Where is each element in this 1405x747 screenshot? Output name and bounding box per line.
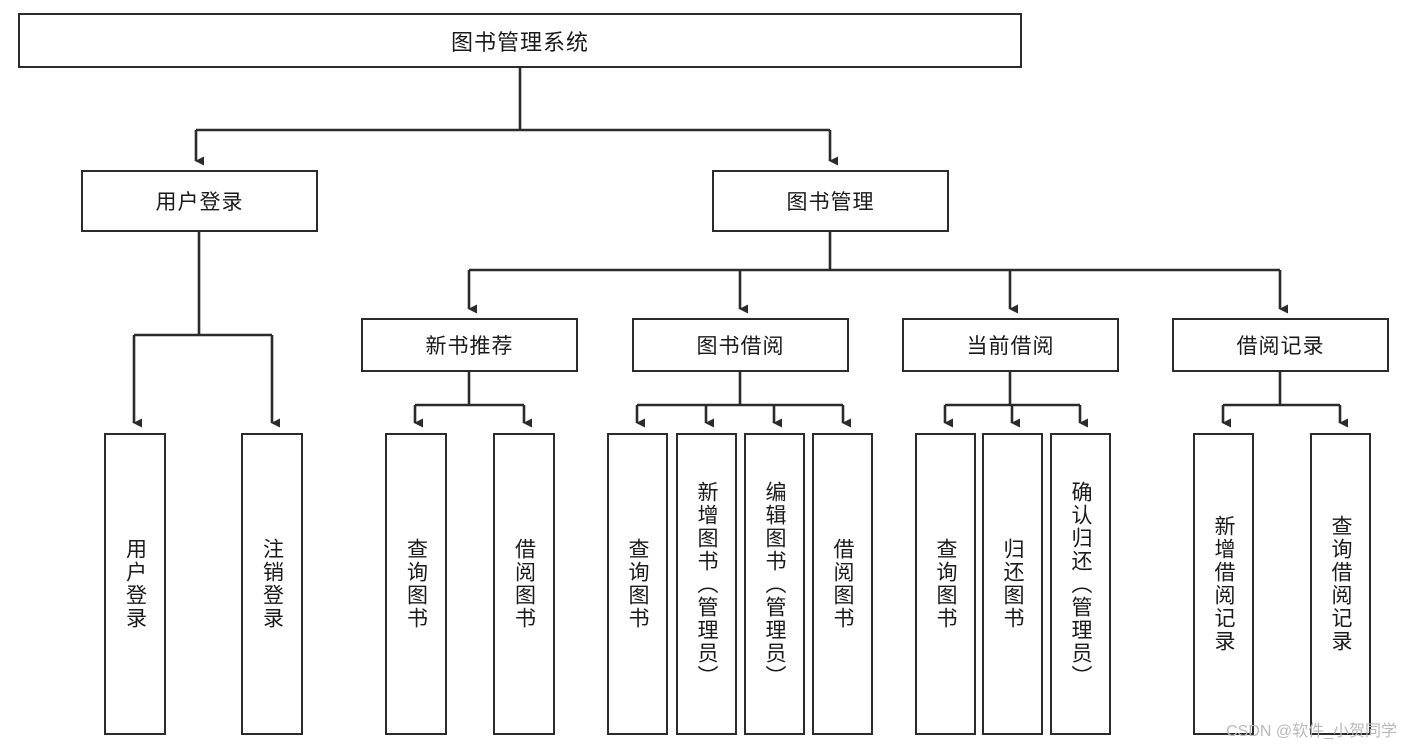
node-label: 编辑图书（管理员） [763, 480, 786, 688]
leaf-borrow-record-add-record[interactable]: 新增借阅记录 [1193, 433, 1254, 735]
node-label: 新书推荐 [425, 335, 514, 358]
node-book-management[interactable]: 图书管理 [712, 170, 949, 232]
node-label: 借阅记录 [1236, 335, 1325, 358]
leaf-current-borrow-return-books[interactable]: 归还图书 [982, 433, 1043, 735]
node-label: 新增借阅记录 [1212, 515, 1235, 653]
node-current-borrowing[interactable]: 当前借阅 [902, 318, 1119, 372]
node-label: 注销登录 [260, 538, 284, 630]
leaf-book-borrow-borrow-books[interactable]: 借阅图书 [812, 433, 873, 735]
node-label: 图书借阅 [696, 335, 785, 358]
node-label: 用户登录 [123, 538, 147, 630]
node-label: 用户登录 [155, 191, 244, 214]
node-label: 借阅图书 [831, 538, 854, 630]
node-label: 查询图书 [626, 538, 649, 630]
leaf-borrow-record-query-record[interactable]: 查询借阅记录 [1310, 433, 1371, 735]
node-label: 查询图书 [404, 538, 428, 630]
node-label: 确认归还（管理员） [1069, 480, 1092, 688]
node-label: 借阅图书 [512, 538, 536, 630]
leaf-current-borrow-query-books[interactable]: 查询图书 [915, 433, 976, 735]
node-new-book-recommendation[interactable]: 新书推荐 [361, 318, 578, 372]
leaf-user-login-logout[interactable]: 注销登录 [241, 433, 303, 735]
node-user-login[interactable]: 用户登录 [81, 170, 318, 232]
leaf-new-book-query-books[interactable]: 查询图书 [385, 433, 447, 735]
csdn-watermark: CSDN @软件_小贺同学 [1226, 723, 1397, 740]
leaf-new-book-borrow-books[interactable]: 借阅图书 [493, 433, 555, 735]
leaf-book-borrow-add-book-admin[interactable]: 新增图书（管理员） [676, 433, 737, 735]
node-label: 图书管理 [786, 191, 875, 214]
node-label: 查询图书 [934, 538, 957, 630]
leaf-book-borrow-query-books[interactable]: 查询图书 [607, 433, 668, 735]
node-book-borrowing[interactable]: 图书借阅 [632, 318, 849, 372]
node-label: 新增图书（管理员） [695, 480, 718, 688]
leaf-book-borrow-edit-book-admin[interactable]: 编辑图书（管理员） [744, 433, 805, 735]
node-label: 查询借阅记录 [1329, 515, 1352, 653]
node-label: 归还图书 [1001, 538, 1024, 630]
leaf-user-login-login[interactable]: 用户登录 [104, 433, 166, 735]
leaf-current-borrow-confirm-return-admin[interactable]: 确认归还（管理员） [1050, 433, 1111, 735]
node-borrowing-records[interactable]: 借阅记录 [1172, 318, 1389, 372]
node-root-book-management-system[interactable]: 图书管理系统 [18, 13, 1022, 68]
node-label: 当前借阅 [966, 335, 1055, 358]
node-label: 图书管理系统 [450, 29, 589, 55]
